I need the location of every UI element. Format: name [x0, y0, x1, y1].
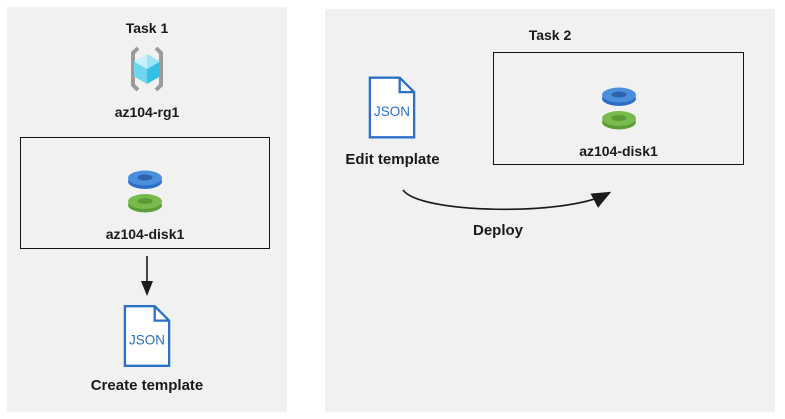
task2-disk-box: az104-disk1 — [493, 52, 744, 165]
disk-label: az104-disk1 — [105, 226, 185, 242]
disk-green-hole — [137, 198, 153, 204]
down-arrow-icon — [141, 256, 153, 296]
task1-panel: Task 1 az104-rg1 az104-disk1 — [7, 7, 287, 412]
resource-group-label: az104-rg1 — [114, 104, 180, 120]
deploy-label: Deploy — [472, 222, 523, 239]
json-doc-fold — [398, 77, 415, 94]
cube-face-top-right — [147, 54, 160, 69]
create-template-label: Create template — [90, 377, 204, 394]
edit-template-label: Edit template — [345, 151, 440, 168]
json-icon-text: JSON — [374, 104, 410, 119]
disk-icon — [601, 87, 636, 130]
cube-face-bottom-right — [147, 61, 160, 84]
down-arrow-head — [141, 281, 153, 296]
task2-title: Task 2 — [528, 27, 572, 43]
task1-title: Task 1 — [125, 20, 169, 36]
task1-disk-box: az104-disk1 — [20, 137, 270, 249]
bracket-right — [154, 46, 163, 92]
task2-panel: Task 2 JSON Edit template az104-disk1 — [325, 9, 775, 412]
bracket-left — [131, 46, 140, 92]
disk-icon — [128, 170, 162, 213]
json-file-icon: JSON — [123, 305, 171, 367]
deploy-arrow-curve — [402, 189, 612, 211]
json-file-icon: JSON — [368, 76, 416, 139]
disk-blue-hole — [137, 174, 153, 181]
disk-green-hole — [611, 115, 626, 121]
cube-face-bottom-left — [134, 61, 147, 84]
disk-blue-hole — [611, 91, 626, 98]
deploy-arrow-icon — [402, 189, 612, 211]
resource-group-icon — [131, 46, 163, 92]
json-doc-fold — [153, 306, 170, 322]
json-icon-text: JSON — [129, 333, 165, 348]
disk-label: az104-disk1 — [579, 143, 658, 159]
cube-face-top-left — [134, 54, 147, 69]
